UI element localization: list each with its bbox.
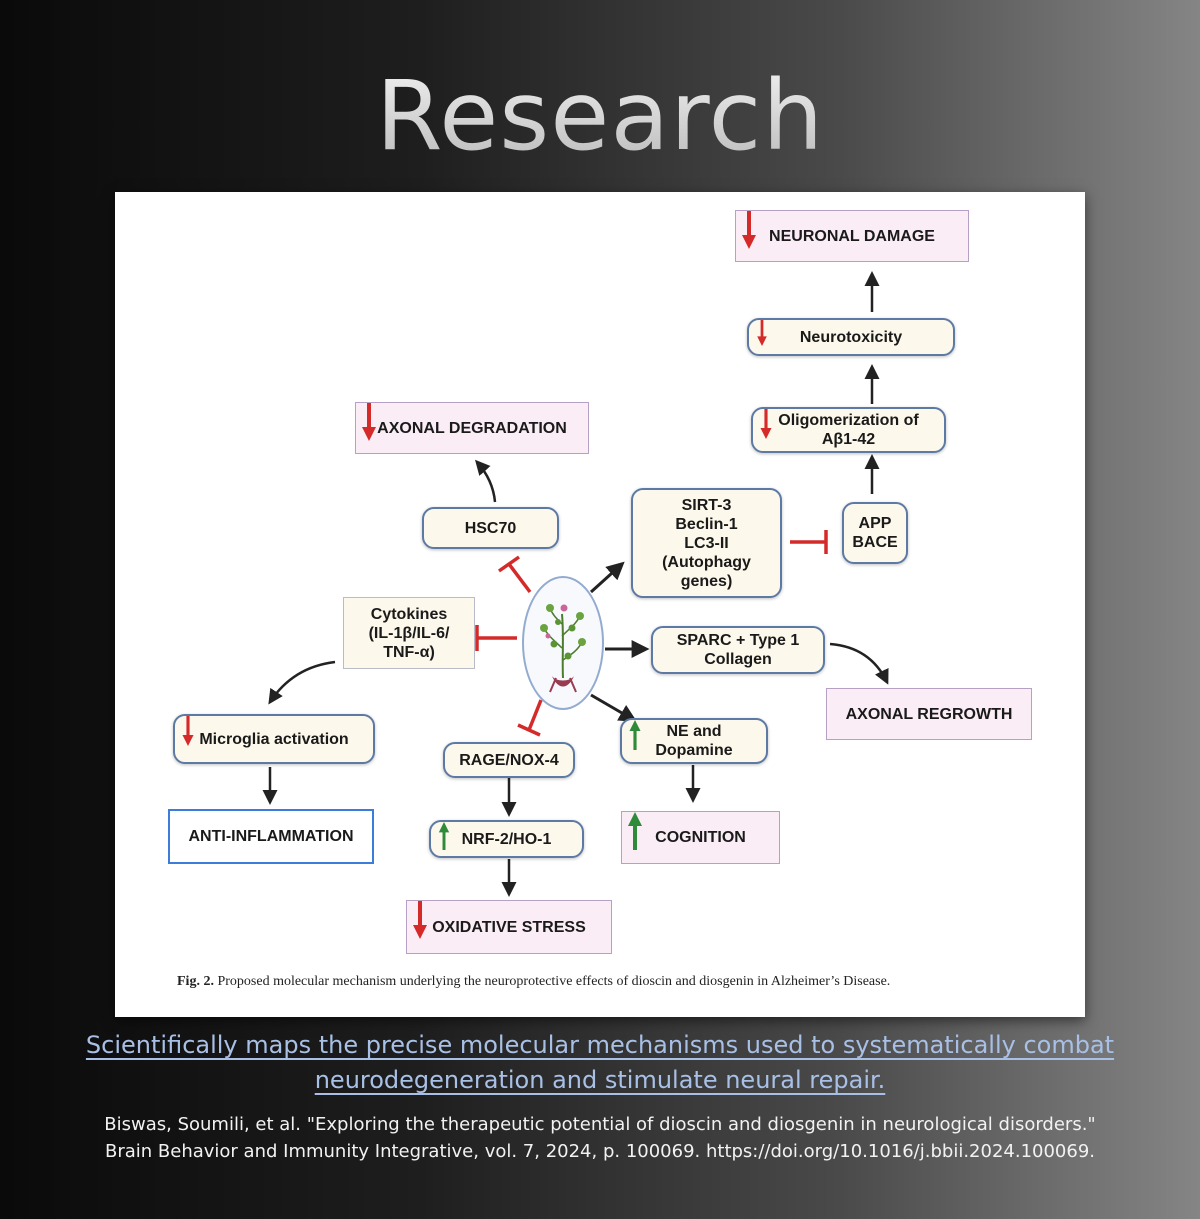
- arrow-cytokines-to-microglia: [268, 660, 336, 705]
- label-sparc-collagen: SPARC + Type 1 Collagen: [676, 632, 800, 668]
- inhibit-plant-cytokines: [475, 625, 517, 651]
- arrow-sparc-to-regrowth: [829, 642, 889, 685]
- green-up-arrow-icon: [629, 720, 641, 750]
- label-microglia: Microglia activation: [199, 730, 349, 748]
- label-hsc70: HSC70: [464, 519, 517, 537]
- node-nrf2: NRF-2/HO-1: [429, 820, 584, 858]
- node-hsc70: HSC70: [422, 507, 559, 549]
- node-sirt3-beclin: SIRT-3 Beclin-1 LC3-II (Autophagy genes): [631, 488, 782, 598]
- node-rage-nox: RAGE/NOX-4: [443, 742, 575, 778]
- plant-icon: [540, 604, 586, 693]
- citation: Biswas, Soumili, et al. "Exploring the t…: [40, 1111, 1160, 1165]
- mechanism-figure: NEURONAL DAMAGE Neurotoxicity Oligomeriz…: [115, 192, 1085, 1017]
- arrow-hsc70-to-degradation: [475, 459, 497, 503]
- label-axonal-degradation: AXONAL DEGRADATION: [377, 419, 567, 437]
- red-down-arrow-icon: [362, 403, 376, 441]
- node-axonal-regrowth: AXONAL REGROWTH: [826, 688, 1032, 740]
- arrow-plant-to-ne: [590, 693, 638, 722]
- label-nrf2: NRF-2/HO-1: [461, 830, 552, 848]
- label-app-bace: APP BACE: [852, 515, 898, 551]
- node-axonal-degradation: AXONAL DEGRADATION: [355, 402, 589, 454]
- node-oligomerization: Oligomerization of Aβ1-42: [751, 407, 946, 453]
- label-sirt3-beclin: SIRT-3 Beclin-1 LC3-II (Autophagy genes): [662, 496, 751, 590]
- inhibit-plant-hsc70: [497, 555, 532, 594]
- red-down-arrow-icon: [182, 716, 194, 746]
- inhibit-sirt3-app: [790, 530, 828, 554]
- label-oligomerization: Oligomerization of Aβ1-42: [778, 412, 919, 448]
- node-cognition: COGNITION: [621, 811, 780, 864]
- arrow-plant-to-sirt3: [589, 561, 625, 594]
- caption-text: Proposed molecular mechanism underlying …: [217, 974, 891, 989]
- node-anti-inflammation: ANTI-INFLAMMATION: [168, 809, 374, 864]
- caption-label: Fig. 2.: [177, 974, 214, 989]
- node-app-bace: APP BACE: [842, 502, 908, 564]
- label-neuronal-damage: NEURONAL DAMAGE: [769, 227, 935, 245]
- label-axonal-regrowth: AXONAL REGROWTH: [845, 705, 1013, 723]
- green-up-arrow-icon: [628, 812, 642, 850]
- label-cytokines: Cytokines (IL-1β/IL-6/ TNF-α): [368, 605, 450, 661]
- inhibit-plant-rage: [517, 699, 543, 737]
- node-ne-dopamine: NE and Dopamine: [620, 718, 768, 764]
- label-anti-inflammation: ANTI-INFLAMMATION: [188, 828, 354, 845]
- red-down-arrow-icon: [757, 320, 767, 346]
- node-neurotoxicity: Neurotoxicity: [747, 318, 955, 356]
- green-up-arrow-icon: [438, 822, 450, 850]
- figure-caption: Fig. 2. Proposed molecular mechanism und…: [177, 974, 1057, 990]
- red-down-arrow-icon: [742, 211, 756, 249]
- node-neuronal-damage: NEURONAL DAMAGE: [735, 210, 969, 262]
- label-neurotoxicity: Neurotoxicity: [799, 328, 903, 346]
- node-microglia: Microglia activation: [173, 714, 375, 764]
- label-rage-nox: RAGE/NOX-4: [459, 751, 559, 769]
- citation-line-2: Brain Behavior and Immunity Integrative,…: [104, 1141, 1096, 1162]
- connector-layer: [262, 271, 889, 897]
- label-oxidative-stress: OXIDATIVE STRESS: [432, 918, 586, 936]
- plant-oval: [522, 576, 604, 710]
- page-title: Research: [0, 60, 1200, 172]
- node-sparc-collagen: SPARC + Type 1 Collagen: [651, 626, 825, 674]
- red-down-arrow-icon: [413, 901, 427, 939]
- citation-line-1: Biswas, Soumili, et al. "Exploring the t…: [104, 1114, 1096, 1135]
- label-cognition: COGNITION: [655, 829, 746, 846]
- summary-link[interactable]: Scientifically maps the precise molecula…: [85, 1031, 1115, 1094]
- label-ne-dopamine: NE and Dopamine: [655, 723, 733, 759]
- node-oxidative-stress: OXIDATIVE STRESS: [406, 900, 612, 954]
- red-down-arrow-icon: [760, 409, 772, 439]
- node-cytokines: Cytokines (IL-1β/IL-6/ TNF-α): [343, 597, 475, 669]
